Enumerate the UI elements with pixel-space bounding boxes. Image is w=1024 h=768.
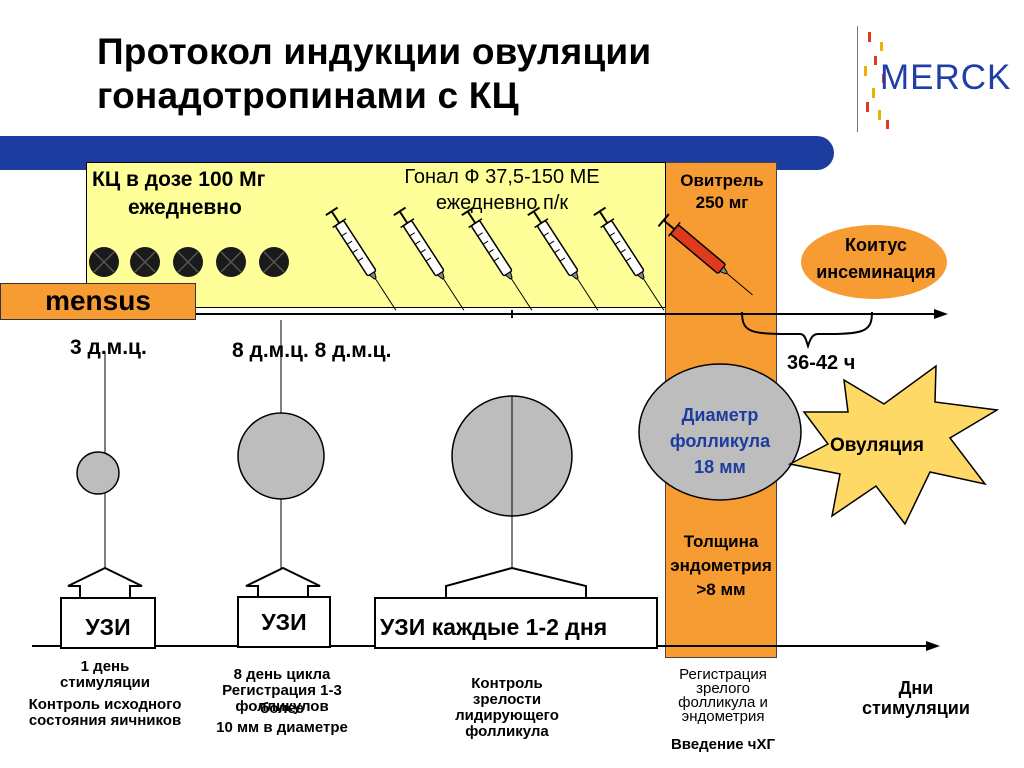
pill-icon (215, 246, 247, 278)
caption-2-line-3: фолликулов (235, 698, 329, 715)
follicle-small (76, 451, 120, 495)
ovitrel-syringe-icon (657, 213, 753, 296)
clomiphene-dose-label: КЦ в дозе 100 Мг (92, 168, 266, 191)
gonal-syringes (323, 206, 672, 316)
pill-icon (172, 246, 204, 278)
endometrium-label: Толщина эндометрия >8 мм (650, 530, 792, 602)
gonal-schedule: ежедневно п/к (435, 192, 569, 214)
coitus-line-1: Коитус (845, 235, 907, 255)
ovitrel-name: Овитрель (680, 171, 764, 190)
caption-3-line-4: фолликула (465, 723, 549, 740)
follicle-medium (237, 412, 325, 500)
merck-logo-marks (864, 32, 889, 129)
ovitrel-dose: 250 мг (695, 193, 749, 212)
endometrium-line-3: >8 мм (696, 580, 746, 599)
caption-3-line-3: лидирующего (455, 707, 559, 724)
caption-2-line-5: 10 мм в диаметре (216, 719, 348, 736)
title-line-1: Протокол индукции овуляции (97, 31, 652, 72)
caption-1-line-2: стимуляции (60, 674, 150, 691)
syringe-icon (323, 206, 404, 316)
merck-logo-text: MERCK (880, 58, 1012, 97)
caption-day-8: 8 день цикла Регистрация 1-3 фолликулов … (198, 667, 366, 736)
caption-5-line-2: стимуляции (862, 698, 970, 718)
dmc-label-2: 8 д.м.ц. 8 д.м.ц. (232, 339, 392, 362)
caption-day-1: 1 день стимуляции Контроль исходного сос… (0, 659, 210, 729)
syringe-icon (591, 206, 672, 316)
clomiphene-pills (88, 246, 290, 278)
ovitrel-label: Овитрель 250 мг (668, 170, 776, 214)
stimulation-days-label: Дни стимуляции (838, 678, 994, 718)
hcg-caption: Введение чХГ (670, 736, 776, 753)
interval-bracket (741, 311, 873, 350)
syringe-icon (391, 206, 472, 316)
clomiphene-daily-label: ежедневно (128, 196, 242, 219)
caption-1-line-4: состояния яичников (28, 712, 182, 729)
follicle-line-2: фолликула (669, 431, 771, 451)
endometrium-line-2: эндометрия (670, 556, 772, 575)
upper-timeline-arrow (196, 309, 948, 319)
caption-control: Контроль зрелости лидирующего фолликула (428, 676, 586, 740)
caption-2-line-2: Регистрация 1-3 (222, 682, 342, 699)
follicle-diameter-label: Диаметр фолликула 18 мм (640, 402, 800, 480)
ovulation-label: Овуляция (830, 435, 924, 456)
syringe-icon (525, 206, 606, 316)
gonal-label: Гонал Ф 37,5-150 МЕ ежедневно п/к (362, 164, 642, 216)
caption-4-line-2: зрелого (696, 680, 750, 697)
coitus-label: Коитус инсеминация (790, 232, 962, 286)
uzi-box-1-label: УЗИ (85, 614, 131, 640)
up-arrow-2 (245, 566, 321, 598)
ovulation-burst (787, 364, 1000, 526)
up-arrow-1 (67, 566, 143, 599)
up-arrow-3 (445, 566, 587, 599)
caption-1-line-1: 1 день (80, 658, 130, 675)
caption-5-line-1: Дни (898, 678, 934, 698)
caption-4-line-1: Регистрация (679, 666, 767, 683)
coitus-ellipse (801, 225, 947, 299)
follicle-mature (638, 363, 802, 501)
uzi-box-3-label: УЗИ каждые 1-2 дня (380, 614, 608, 640)
caption-2-line-4: более (259, 700, 305, 717)
pill-icon (258, 246, 290, 278)
uzi-box-2: УЗИ (237, 596, 331, 648)
uzi-box-1: УЗИ (60, 597, 156, 649)
interval-label: 36-42 ч (787, 352, 856, 374)
pill-icon (129, 246, 161, 278)
syringe-icon (459, 206, 540, 316)
dmc-label-1: 3 д.м.ц. (70, 336, 147, 359)
coitus-line-2: инсеминация (816, 262, 936, 282)
caption-3-line-2: зрелости (472, 691, 542, 708)
caption-4-line-3: фолликула и (678, 694, 768, 711)
title-line-2: гонадотропинами с КЦ (97, 75, 519, 116)
caption-3-line-1: Контроль (471, 675, 543, 692)
follicle-line-3: 18 мм (694, 457, 746, 477)
gonal-dose: Гонал Ф 37,5-150 МЕ (404, 166, 600, 188)
follicle-line-1: Диаметр (681, 405, 759, 425)
caption-registration: Регистрация зрелого фолликула и эндометр… (648, 666, 798, 725)
uzi-box-2-label: УЗИ (261, 609, 307, 635)
merck-logo (857, 26, 1008, 132)
mensus-label: mensus (0, 283, 196, 320)
caption-1-line-3: Контроль исходного (28, 696, 182, 713)
endometrium-line-1: Толщина (683, 532, 759, 551)
caption-2-line-1: 8 день цикла (233, 666, 331, 683)
uzi-box-3: УЗИ каждые 1-2 дня (374, 597, 658, 649)
pill-icon (88, 246, 120, 278)
page-title: Протокол индукции овуляции гонадотропина… (97, 30, 651, 118)
caption-4-line-4: эндометрия (681, 708, 765, 725)
